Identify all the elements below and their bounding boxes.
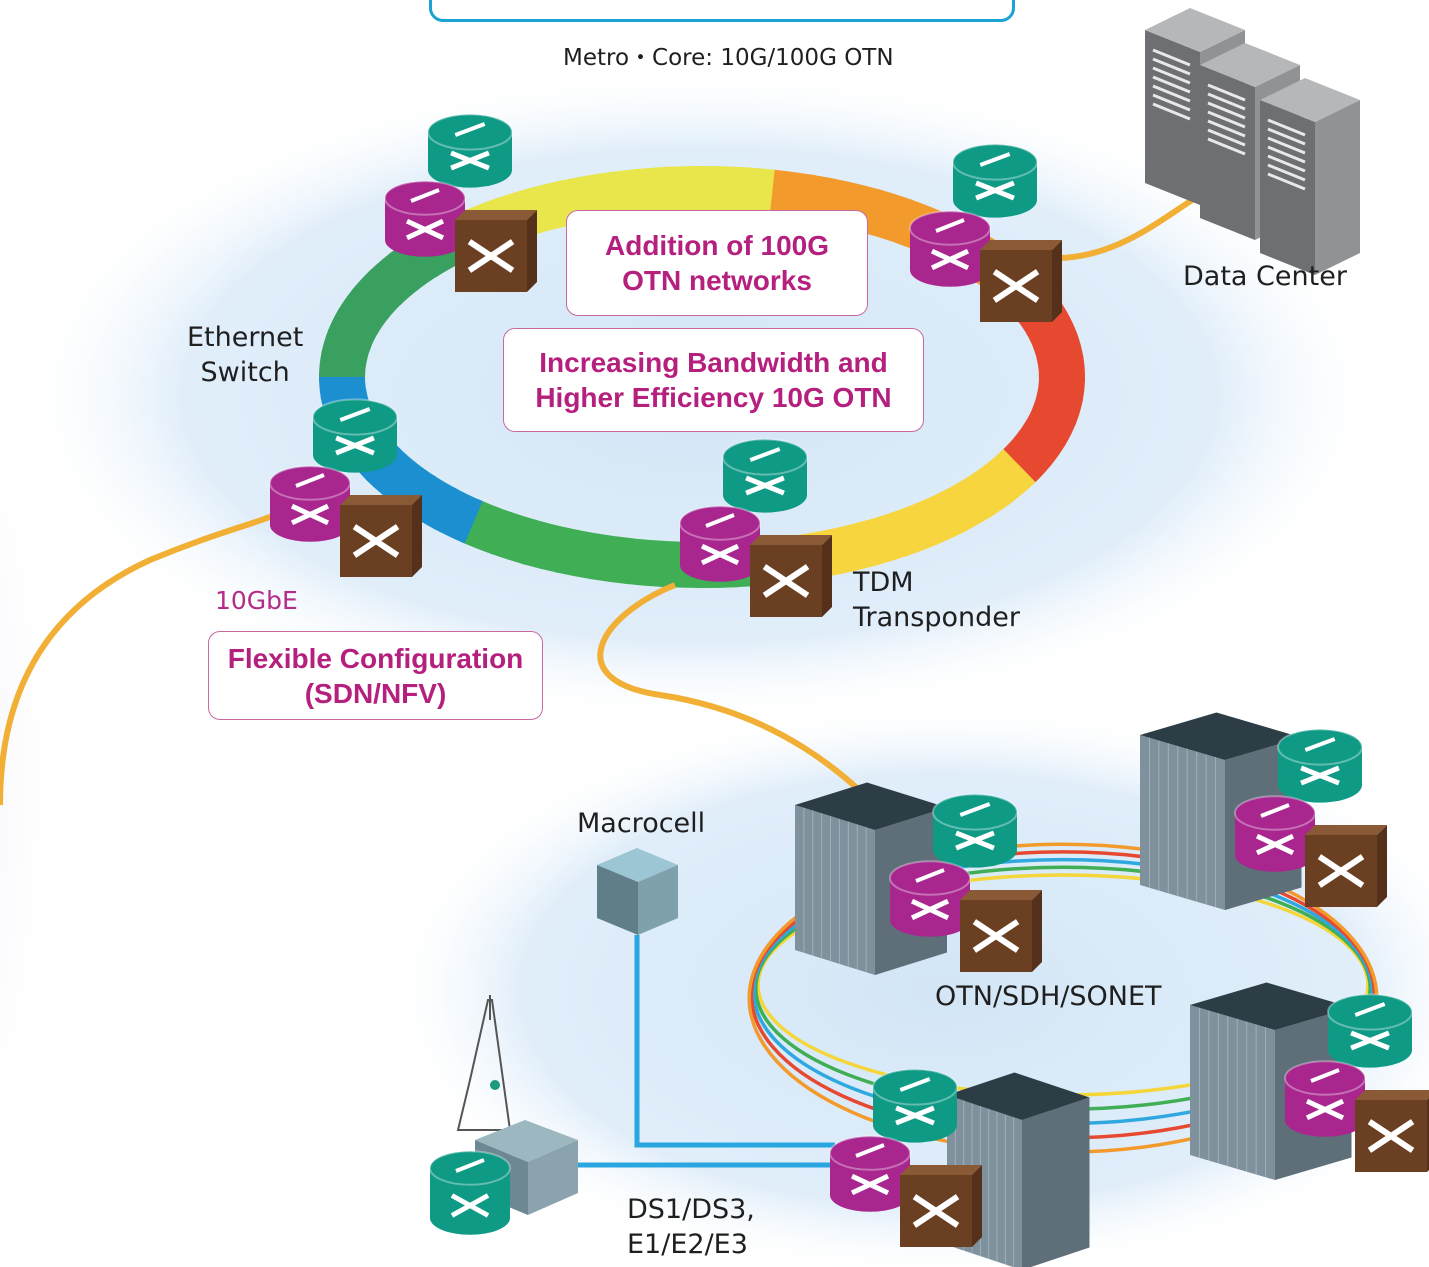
node-top-left-router — [384, 180, 466, 257]
metro-ring-segment — [802, 174, 850, 227]
node-access-3-cross-connect — [900, 1165, 982, 1247]
metro-ring-segment — [665, 166, 708, 213]
base-station-otn-node — [429, 1150, 511, 1235]
node-access-2-otn-node — [1277, 728, 1363, 803]
metro-ring-segment — [1033, 332, 1084, 366]
otn-sdh-sonet-label: OTN/SDH/SONET — [935, 981, 1162, 1012]
node-access-4-otn-node — [1327, 993, 1413, 1068]
metro-ring-segment — [588, 533, 635, 585]
macrocell-link — [634, 935, 835, 1148]
metro-ring-segment — [865, 189, 915, 244]
metro-ring-segment — [388, 236, 440, 291]
metro-ring-segment — [407, 474, 459, 531]
left-purple-glow — [0, 506, 75, 1054]
node-bottom-otn-node — [722, 438, 808, 513]
callout-increasing-bandwidth: Increasing Bandwidth and Higher Efficien… — [503, 328, 924, 432]
metro-ring-segment — [526, 179, 574, 234]
metro-ring-segment — [489, 510, 539, 565]
node-top-right-otn-node — [952, 143, 1038, 218]
node-left-otn-node — [312, 398, 398, 473]
node-access-1-otn-node — [932, 793, 1018, 868]
macrocell-unit — [597, 848, 678, 935]
metro-ring-segment — [351, 269, 404, 320]
metro-ring-segment — [319, 350, 367, 378]
metro-ring-segment — [735, 166, 780, 217]
metro-ring-segment — [1037, 354, 1085, 381]
node-left-router — [269, 465, 351, 542]
metro-ring-segment — [559, 173, 607, 226]
metro-ring-segment — [321, 328, 372, 364]
metro-ring-segment — [1026, 310, 1078, 352]
base-station-top — [475, 1120, 578, 1162]
tdm-transponder-label: TDM Transponder — [853, 567, 1020, 633]
metro-ring-segment — [701, 166, 744, 214]
ds-e-label: DS1/DS3, E1/E2/E3 — [627, 1194, 755, 1260]
metro-ring-segment — [917, 489, 968, 546]
server-rack-3 — [1260, 78, 1360, 275]
metro-ring-segment — [1014, 419, 1067, 467]
metro-ring-segment — [769, 169, 816, 221]
metro-ring-segment — [1000, 434, 1053, 485]
fiber-10gbe-link — [0, 512, 277, 806]
node-access-4-cross-connect — [1355, 1090, 1429, 1172]
metro-ring-segment — [554, 527, 602, 580]
metro-ring-segment — [593, 169, 640, 220]
metro-ring-segment — [460, 499, 510, 556]
callout-flexible-configuration: Flexible Configuration (SDN/NFV) — [208, 631, 543, 720]
metro-ring-segment — [337, 287, 390, 335]
metro-ring-segment — [385, 461, 437, 516]
callout-addition-100g: Addition of 100G OTN networks — [566, 210, 868, 316]
node-access-3-otn-node — [872, 1068, 958, 1143]
metro-ring-segment — [1037, 376, 1085, 404]
node-top-right-router — [909, 210, 991, 287]
node-top-left-cross-connect — [455, 210, 537, 292]
fiber-datacenter-link — [1061, 192, 1202, 261]
node-bottom-cross-connect — [750, 535, 832, 617]
node-access-1-cross-connect — [960, 890, 1042, 972]
metro-ring-segment — [890, 501, 940, 557]
node-access-2-router — [1234, 795, 1316, 872]
base-station-right — [528, 1140, 578, 1215]
metro-ring-segment — [624, 537, 669, 588]
top-header-box — [429, 0, 1015, 22]
node-top-left-otn-node — [427, 113, 513, 188]
metro-ring-segment — [521, 519, 570, 574]
metro-ring-segment — [319, 373, 367, 400]
node-access-2-cross-connect — [1305, 825, 1387, 907]
metro-ring-segment — [368, 251, 420, 306]
node-left-cross-connect — [340, 495, 422, 577]
ethernet-switch-label: Ethernet Switch — [187, 322, 304, 388]
metro-ring-segment — [629, 166, 674, 216]
ten-gbe-label: 10GbE — [215, 586, 298, 615]
metro-ring-segment — [984, 448, 1036, 503]
node-access-1-router — [889, 860, 971, 937]
metro-ring-segment — [1032, 390, 1083, 426]
metro-ring-segment — [830, 520, 878, 575]
macrocell-label: Macrocell — [577, 808, 706, 839]
metro-ring-segment — [432, 487, 483, 544]
cell-tower — [456, 995, 512, 1131]
node-access-3-router — [829, 1135, 911, 1212]
metro-ring-segment — [860, 511, 910, 567]
node-access-4-router — [1284, 1060, 1366, 1137]
node-top-right-cross-connect — [980, 240, 1062, 322]
building-3 — [947, 1072, 1090, 1267]
metro-ring-segment — [964, 463, 1016, 518]
metro-ring-segment — [327, 307, 379, 350]
metro-ring-segment — [942, 476, 993, 533]
node-bottom-router — [679, 505, 761, 582]
data-center-label: Data Center — [1183, 261, 1347, 292]
metro-ring-segment — [1025, 404, 1077, 447]
metro-core-label: Metro・Core: 10G/100G OTN — [563, 45, 894, 71]
